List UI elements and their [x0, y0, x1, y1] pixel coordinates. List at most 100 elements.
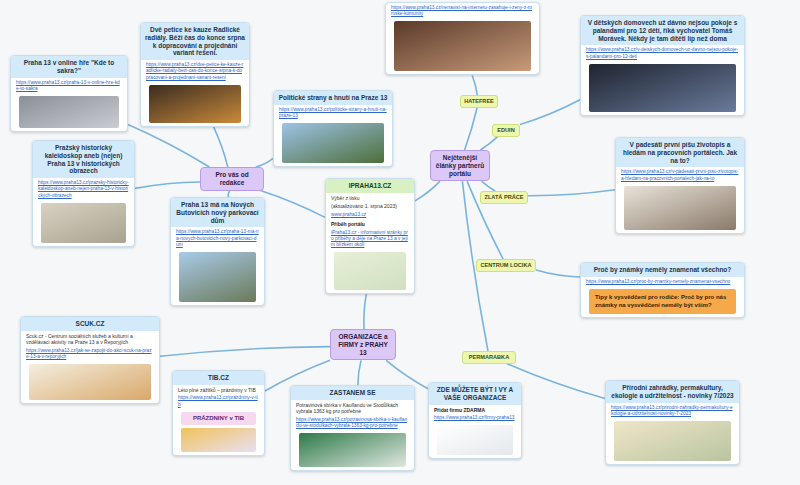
article-card: Proč by známky neměly znamenat všechno?h… [580, 262, 745, 318]
article-card: Politické strany a hnutí na Praze 13http… [273, 90, 393, 167]
hub-box: ORGANIZACE a FIRMY z PRAHY 13 [330, 329, 396, 360]
branch-label: PERMARABKA [466, 354, 512, 361]
card-title: Dvě petice ke kauze Radlické radiály. Bě… [141, 23, 249, 60]
node-heading: IPRAHA13.CZ [326, 179, 414, 193]
branch-label: CENTRUM LOCIKA [480, 262, 532, 269]
branch-connector [472, 76, 477, 96]
card-title: Praha 13 v online hře "Kde to sakra?" [11, 56, 127, 78]
hub-label: ORGANIZACE a FIRMY z PRAHY 13 [335, 333, 391, 356]
article-card: Pražský historický kaleidoskop aneb (nej… [32, 140, 135, 247]
link-text: https://www.praha13.cz/jak-se-zapojit-do… [21, 346, 159, 361]
branch-tag: EDUIN [492, 124, 520, 137]
article-card: https://www.praha13.cz/nenavist-na-inter… [385, 2, 540, 75]
branch-connector [260, 191, 325, 218]
card-title: Proč by známky neměly znamenat všechno? [581, 263, 744, 277]
branch-connector [214, 127, 228, 167]
branch-label: ZLATÁ PRÁCE [484, 194, 524, 201]
photo-placeholder [589, 64, 736, 112]
article-card: TIB.CZLéto plné zážitků – prázdniny v TI… [172, 370, 265, 456]
article-card: Dvě petice ke kauze Radlické radiály. Bě… [140, 22, 250, 127]
branch-tag: PERMARABKA [462, 351, 516, 364]
branch-connector [135, 182, 200, 188]
branch-connector [536, 270, 580, 277]
branch-tag: ZLATÁ PRÁCE [480, 191, 528, 204]
photo-placeholder [394, 21, 531, 71]
card-title: TIB.CZ [173, 371, 264, 385]
photo-placeholder [29, 364, 151, 400]
branch-connector [128, 124, 209, 167]
photo-placeholder [624, 186, 736, 230]
card-title: ZDE MŮŽETE BÝT I VY A VAŠE ORGANIZACE [429, 383, 521, 405]
body-text: Léto plné zážitků – prázdniny v TIB [173, 385, 264, 394]
article-card: V padesáti první píšu životopis a hledám… [615, 137, 745, 234]
photo-placeholder [614, 421, 731, 461]
photo-placeholder [181, 428, 256, 452]
photo-placeholder [179, 252, 256, 302]
link-text: iPraha13.cz - informativní stránky pro p… [326, 228, 414, 250]
branch-connector [528, 190, 615, 196]
article-card: Praha 13 má na Nových Butovicích nový pa… [170, 197, 265, 306]
branch-connector [482, 181, 495, 191]
card-title: V padesáti první píšu životopis a hledám… [616, 138, 744, 167]
body-heading: Příběh portálu [326, 219, 414, 228]
link-text: https://www.praha13.cz/firmy-praha13 [429, 413, 521, 422]
card-title: Praha 13 má na Nových Butovicích nový pa… [171, 198, 264, 227]
picture-caption: Tipy k vysvědčení pro rodiče: Proč by pr… [589, 289, 736, 314]
article-card: Přírodní zahrádky, permakultury, ekologi… [605, 380, 740, 465]
body-text: Výběr z tisku [326, 193, 414, 202]
branch-tag: CENTRUM LOCIKA [476, 259, 536, 272]
article-card: ZDE MŮŽETE BÝT I VY A VAŠE ORGANIZACEPři… [428, 382, 522, 459]
hub-label: Nejčtenější články partnerů portálu [435, 154, 485, 177]
hub-box: Nejčtenější články partnerů portálu [430, 150, 490, 181]
photo-placeholder [19, 96, 119, 128]
hub-label: Pro vás od redakce [205, 171, 259, 187]
link-text: https://www.praha13.cz/prazdniny-v-tib [173, 393, 264, 408]
body-heading: Přidat firmu ZDARMA [429, 405, 521, 414]
article-card: ZASTANEM SEPotravinová sbírka v Kaufland… [290, 385, 415, 471]
photo-placeholder [282, 123, 384, 163]
photo-placeholder [299, 433, 406, 467]
branch-label: HATEFREE [464, 98, 494, 105]
link-text: https://www.praha13.cz/potravinova-sbirk… [291, 415, 414, 430]
link-text: https://www.praha13.cz/v-detskych-domove… [581, 45, 744, 60]
photo-placeholder [437, 425, 513, 455]
photo-placeholder [149, 85, 241, 123]
article-card: IPRAHA13.CZVýběr z tisku(aktualizováno 1… [325, 178, 415, 294]
link-text: https://www.praha13.cz/prazsky-historick… [33, 178, 134, 200]
picture-caption: PRÁZDNINY v TIB [181, 412, 256, 425]
branch-connector [160, 347, 330, 357]
card-title: V dětských domovech už dávno nejsou poko… [581, 16, 744, 45]
link-text: https://www.praha13.cz/nenavist-na-inter… [386, 3, 539, 18]
link-text: https://www.praha13.cz/dve-petice-ke-kau… [141, 60, 249, 82]
card-title: SCUK.CZ [21, 317, 159, 331]
branch-connector [520, 100, 580, 125]
photo-placeholder [334, 252, 406, 290]
link-text: https://www.praha13.cz/proc-by-znamky-ne… [581, 277, 744, 286]
branch-connector [256, 158, 273, 167]
card-title: Přírodní zahrádky, permakultury, ekologi… [606, 381, 739, 403]
hub-box: Pro vás od redakce [200, 167, 264, 191]
branch-label: EDUIN [496, 127, 516, 134]
body-text: Potravinová sbírka v Kauflandu ve Stodůl… [291, 400, 414, 415]
body-text: Scuk.cz - Centrum sociálních služeb a ku… [21, 331, 159, 346]
article-card: Praha 13 v online hře "Kde to sakra?"htt… [10, 55, 128, 132]
article-card: V dětských domovech už dávno nejsou poko… [580, 15, 745, 116]
link-text: https://www.praha13.cz/v-padesati-prvni-… [616, 167, 744, 182]
link-text: https://www.praha13.cz/praha-13-ma-na-no… [171, 227, 264, 249]
card-title: Pražský historický kaleidoskop aneb (nej… [33, 141, 134, 178]
link-text: www.praha13.cz [326, 210, 414, 219]
card-title: Politické strany a hnutí na Praze 13 [274, 91, 392, 105]
body-text: (aktualizováno 1. srpna 2023) [326, 201, 414, 210]
link-text: https://www.praha13.cz/praha-13-v-online… [11, 78, 127, 93]
card-title: ZASTANEM SE [291, 386, 414, 400]
branch-connector [358, 360, 361, 385]
branch-connector [480, 137, 497, 150]
link-text: https://www.praha13.cz/prirodni-zahradky… [606, 403, 739, 418]
photo-placeholder [41, 203, 126, 243]
branch-tag: HATEFREE [460, 95, 498, 108]
link-text: https://www.praha13.cz/politicke-strany-… [274, 105, 392, 120]
article-card: SCUK.CZScuk.cz - Centrum sociálních služ… [20, 316, 160, 404]
branch-connector [364, 294, 366, 329]
branch-connector [465, 108, 478, 150]
